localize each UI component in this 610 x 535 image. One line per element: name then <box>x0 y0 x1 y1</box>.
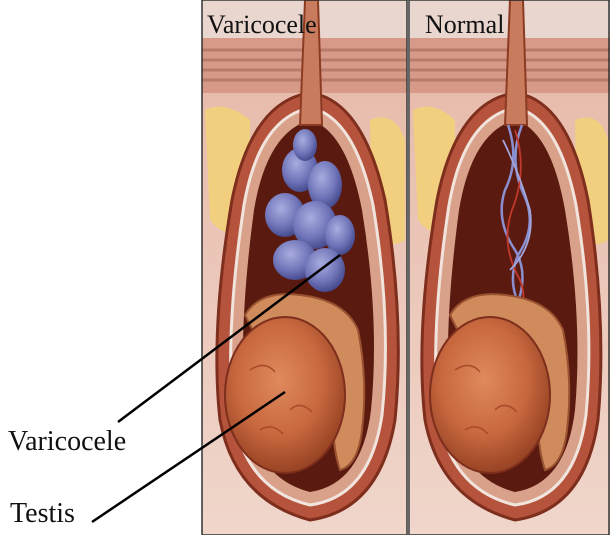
varicocele-callout-label: Varicocele <box>8 428 126 456</box>
testis <box>430 317 550 473</box>
testis-callout-label: Testis <box>10 500 75 528</box>
normal-panel <box>410 0 610 535</box>
spermatic-cord <box>505 0 527 125</box>
varicocele-panel <box>202 0 407 535</box>
normal-panel-title: Normal <box>425 12 504 38</box>
testis <box>225 317 345 473</box>
varicocele-panel-title: Varicocele <box>207 12 317 38</box>
